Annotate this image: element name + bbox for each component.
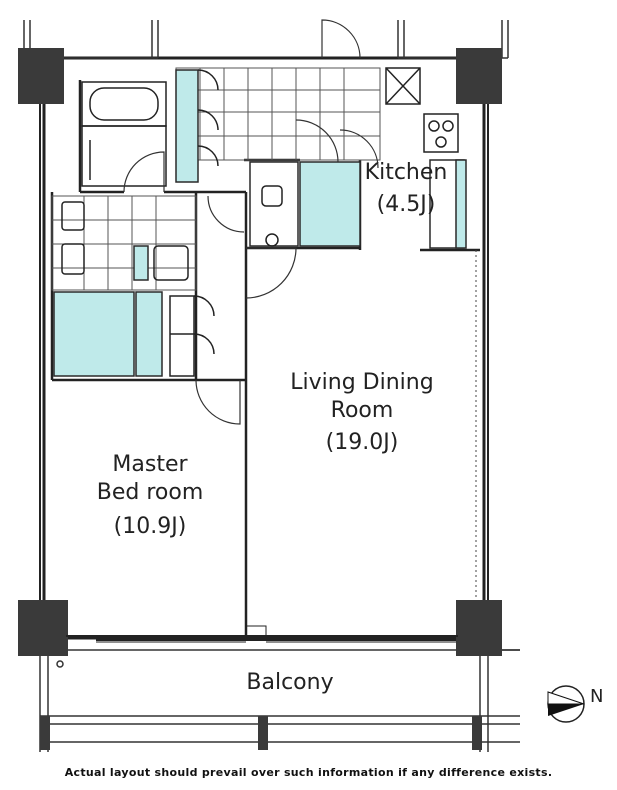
outer-walls	[39, 56, 489, 640]
balcony-name: Balcony	[246, 670, 334, 695]
bedroom-label: Master Bed room (10.9J)	[70, 452, 230, 540]
living-name-line1: Living Dining	[290, 370, 434, 395]
balcony-label: Balcony	[200, 670, 380, 696]
sash	[96, 625, 456, 643]
kitchen-size: (4.5J)	[376, 192, 436, 217]
columns	[18, 48, 502, 750]
kitchen-label: Kitchen (4.5J)	[356, 160, 456, 218]
bathroom	[81, 81, 167, 187]
door-swings	[123, 19, 379, 425]
compass-icon	[547, 685, 585, 723]
bedroom-name-line1: Master	[112, 452, 188, 477]
living-size: (19.0J)	[325, 430, 399, 455]
sanitary	[61, 185, 283, 281]
living-label: Living Dining Room (19.0J)	[262, 370, 462, 456]
compass-letter: N	[590, 686, 604, 707]
top-railings	[23, 20, 509, 59]
stove	[385, 67, 459, 153]
disclaimer-text: Actual layout should prevail over such i…	[64, 766, 553, 779]
bedroom-size: (10.9J)	[113, 514, 187, 539]
bedroom-name-line2: Bed room	[96, 480, 204, 505]
cyan-fixtures	[53, 69, 467, 377]
living-name-line2: Room	[330, 398, 394, 423]
kitchen-name: Kitchen	[364, 160, 448, 185]
closets	[169, 69, 219, 377]
balcony-outline	[20, 640, 520, 752]
